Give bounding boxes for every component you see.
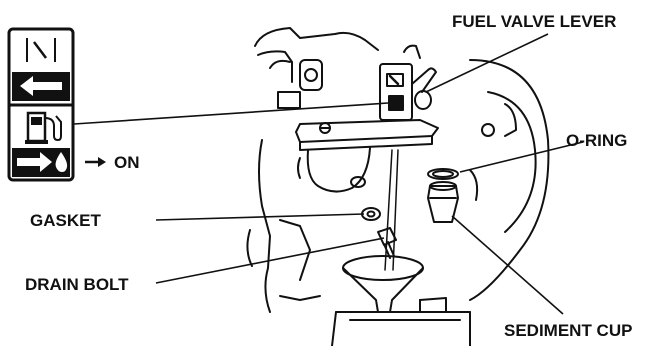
on-label: ON: [114, 153, 140, 172]
engine-illustration: [247, 28, 548, 346]
fuel-valve-lever-label: FUEL VALVE LEVER: [452, 12, 616, 31]
fuel-valve-indicator-panel: [9, 29, 73, 180]
drain-bolt-label: DRAIN BOLT: [25, 275, 129, 294]
on-indicator: ON: [85, 153, 140, 172]
leader-lines: [74, 34, 583, 314]
left-arrow-icon: [12, 72, 70, 101]
o-ring-label: O-RING: [566, 131, 627, 150]
gasket-label: GASKET: [30, 211, 101, 230]
right-arrow-fuel-drop-icon: [12, 148, 70, 177]
sediment-cup-label: SEDIMENT CUP: [504, 321, 632, 340]
